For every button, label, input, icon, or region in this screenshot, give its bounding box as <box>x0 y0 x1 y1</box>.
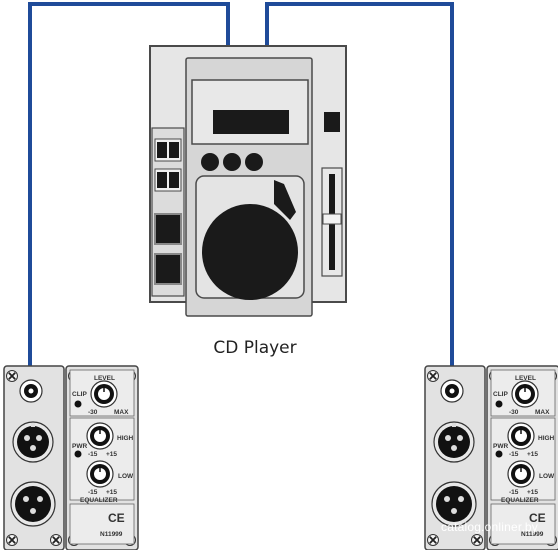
cable-right <box>265 2 454 386</box>
level-knob[interactable] <box>90 380 118 408</box>
cd-player <box>149 45 347 317</box>
pwr-label: PWR <box>72 443 87 450</box>
low-knob[interactable] <box>507 460 535 488</box>
large-button-2[interactable] <box>154 253 182 285</box>
level-max-label: MAX <box>535 409 550 416</box>
low-plus-label: +15 <box>106 489 117 496</box>
small-button-4[interactable] <box>169 172 179 188</box>
small-button-2[interactable] <box>169 142 179 158</box>
low-minus-label: -15 <box>509 489 519 496</box>
equalizer-label: EQUALIZER <box>501 497 539 504</box>
high-knob[interactable] <box>86 422 114 450</box>
low-plus-label: +15 <box>527 489 538 496</box>
right-button[interactable] <box>324 112 340 132</box>
large-button-1[interactable] <box>154 213 182 245</box>
clip-label: CLIP <box>493 391 508 398</box>
xlr-input[interactable] <box>433 421 475 463</box>
high-knob[interactable] <box>507 422 535 450</box>
cert-label: N11999 <box>521 531 544 538</box>
round-button-2[interactable] <box>223 153 241 171</box>
jog-wheel[interactable] <box>202 204 298 300</box>
high-plus-label: +15 <box>106 451 117 458</box>
lcd-screen <box>213 110 289 134</box>
level-knob[interactable] <box>511 380 539 408</box>
level-max-label: MAX <box>114 409 129 416</box>
equalizer-label: EQUALIZER <box>80 497 118 504</box>
high-plus-label: +15 <box>527 451 538 458</box>
power-led <box>495 450 503 458</box>
level-min-label: -30 <box>509 409 519 416</box>
xlr-output[interactable] <box>10 481 56 527</box>
high-minus-label: -15 <box>88 451 98 458</box>
pitch-slider-knob[interactable] <box>322 213 342 225</box>
power-led <box>74 450 82 458</box>
low-knob[interactable] <box>86 460 114 488</box>
clip-led <box>495 400 503 408</box>
clip-label: CLIP <box>72 391 87 398</box>
cable-left <box>28 2 230 386</box>
speaker-panel-left <box>3 365 139 550</box>
high-label: HIGH <box>117 435 134 442</box>
jog-indicator <box>274 180 296 220</box>
cd-player-caption: CD Player <box>213 338 297 358</box>
ce-mark: CE <box>529 511 546 525</box>
small-button-1[interactable] <box>157 142 167 158</box>
round-button-1[interactable] <box>201 153 219 171</box>
level-label: LEVEL <box>94 375 115 382</box>
ce-mark: CE <box>108 511 125 525</box>
round-button-3[interactable] <box>245 153 263 171</box>
high-label: HIGH <box>538 435 555 442</box>
pwr-label: PWR <box>493 443 508 450</box>
low-label: LOW <box>539 473 555 480</box>
low-label: LOW <box>118 473 134 480</box>
cert-label: N11999 <box>100 531 123 538</box>
level-label: LEVEL <box>515 375 536 382</box>
low-minus-label: -15 <box>88 489 98 496</box>
small-button-3[interactable] <box>157 172 167 188</box>
clip-led <box>74 400 82 408</box>
watermark: catalog.onliner.by <box>441 520 538 534</box>
level-min-label: -30 <box>88 409 98 416</box>
speaker-panel-right <box>424 365 558 550</box>
xlr-input[interactable] <box>12 421 54 463</box>
high-minus-label: -15 <box>509 451 519 458</box>
